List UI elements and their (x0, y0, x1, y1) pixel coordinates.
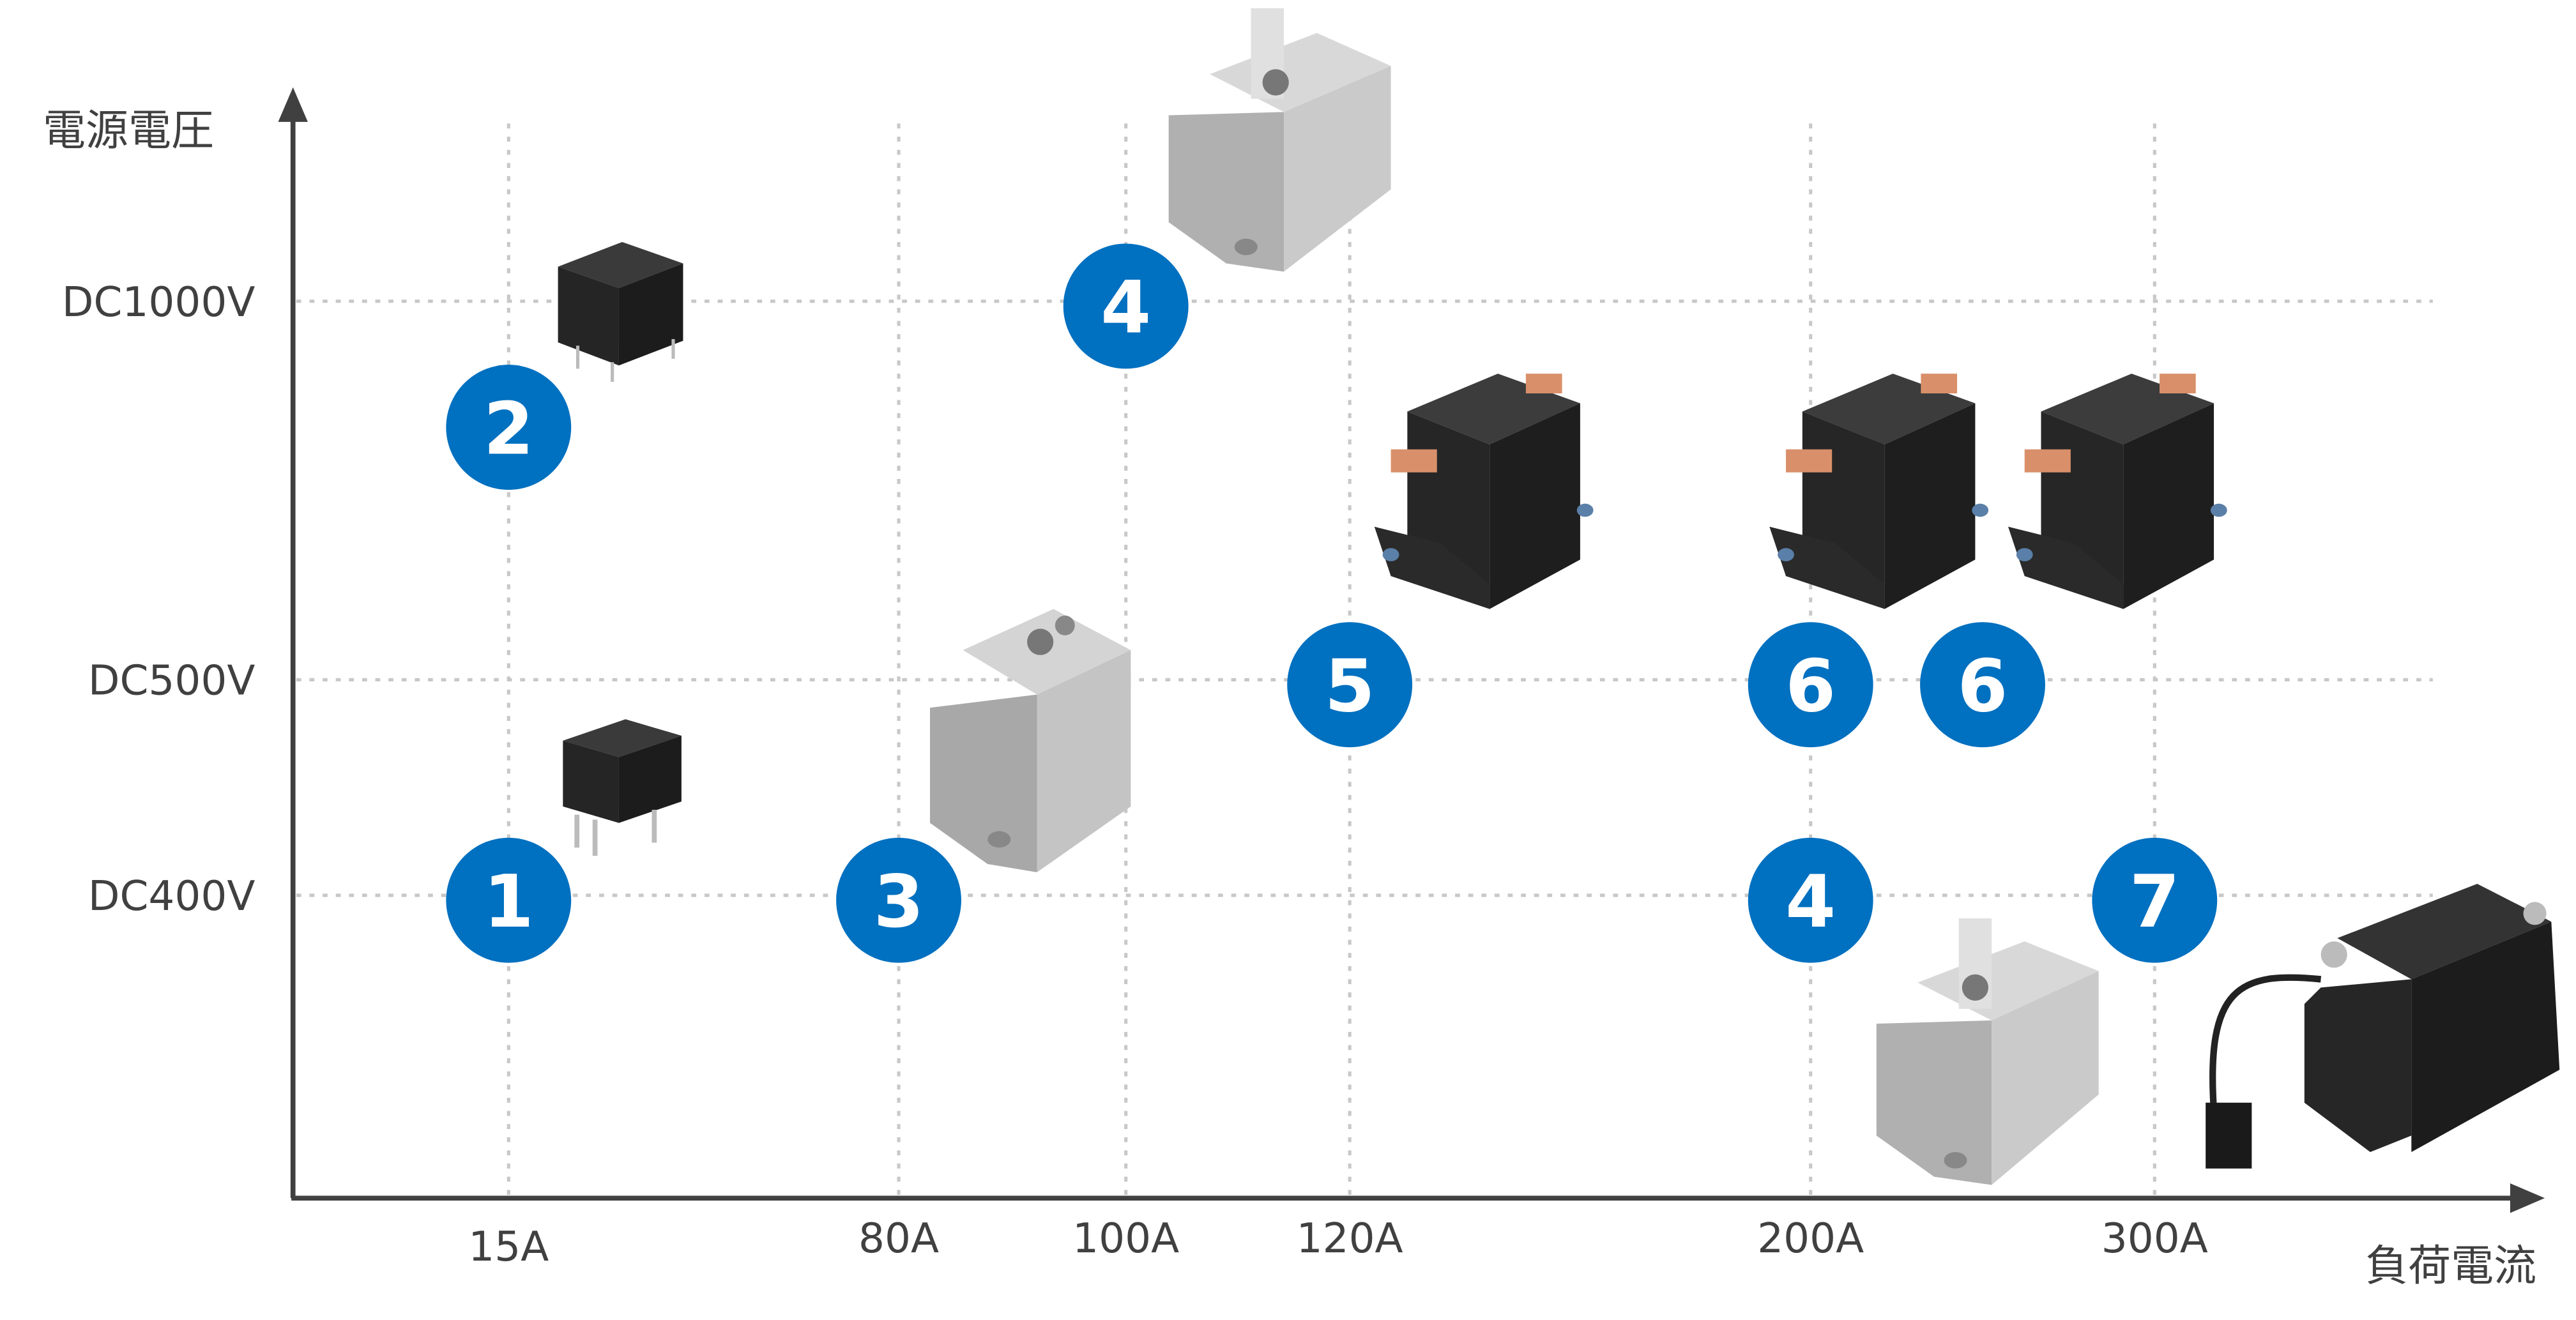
y-tick-label: DC500V (88, 657, 255, 705)
point-label: 5 (1325, 644, 1375, 728)
relay-image-1 (563, 719, 682, 856)
point-marker (1287, 622, 1413, 748)
data-point-4: 4 (1748, 837, 1873, 963)
tick-labels: 15A 80A 100A 120A 200A 300A DC1000V DC500V DC400… (62, 278, 2208, 1271)
x-tick-label: 120A (1297, 1215, 1403, 1263)
point-label: 4 (1101, 266, 1151, 350)
x-axis-title: 負荷電流 (2365, 1241, 2536, 1291)
data-point-2: 2 (446, 365, 572, 490)
y-axis-title: 電源電圧 (43, 105, 214, 155)
point-label: 7 (2130, 860, 2180, 944)
relay-image-4-top (1168, 8, 1391, 272)
data-point-4: 4 (1063, 243, 1189, 369)
point-label: 6 (1958, 644, 2008, 728)
data-points: 1 2 3 4 5 6 6 4 7 (446, 243, 2218, 963)
relay-image-4-bottom (1876, 918, 2099, 1185)
point-marker (1920, 622, 2045, 748)
point-marker (1748, 622, 1873, 748)
product-images (558, 8, 2560, 1185)
data-point-1: 1 (446, 837, 572, 963)
data-point-6: 6 (1920, 622, 2045, 748)
x-tick-label: 200A (1757, 1215, 1864, 1263)
y-axis-arrow-icon (278, 87, 308, 122)
point-label: 4 (1785, 860, 1836, 944)
point-label: 1 (484, 860, 534, 944)
y-tick-label: DC400V (88, 872, 255, 920)
relay-image-2 (558, 241, 683, 382)
point-label: 2 (484, 386, 534, 471)
y-tick-label: DC1000V (62, 278, 255, 326)
point-marker (2092, 837, 2218, 963)
point-marker (1748, 837, 1873, 963)
data-point-5: 5 (1287, 622, 1413, 748)
point-marker (836, 837, 961, 963)
axes: 電源電圧 負荷電流 (43, 87, 2545, 1291)
x-axis-arrow-icon (2510, 1183, 2545, 1213)
data-point-7: 7 (2092, 837, 2218, 963)
x-tick-label: 100A (1072, 1215, 1179, 1263)
x-tick-label: 80A (858, 1215, 939, 1263)
data-point-3: 3 (836, 837, 961, 963)
point-label: 3 (874, 860, 924, 944)
relay-image-black (1769, 374, 1989, 609)
point-label: 6 (1785, 644, 1836, 728)
x-tick-label: 300A (2101, 1215, 2208, 1263)
relay-image-3 (930, 609, 1131, 872)
relay-image-7 (2206, 883, 2560, 1169)
x-tick-label: 15A (468, 1223, 549, 1271)
relay-images-5-6 (1374, 374, 2227, 609)
data-point-6: 6 (1748, 622, 1873, 748)
point-marker (446, 837, 572, 963)
relay-image-black (2008, 374, 2227, 609)
point-marker (446, 365, 572, 490)
relay-image-black (1374, 374, 1594, 609)
point-marker (1063, 243, 1189, 369)
